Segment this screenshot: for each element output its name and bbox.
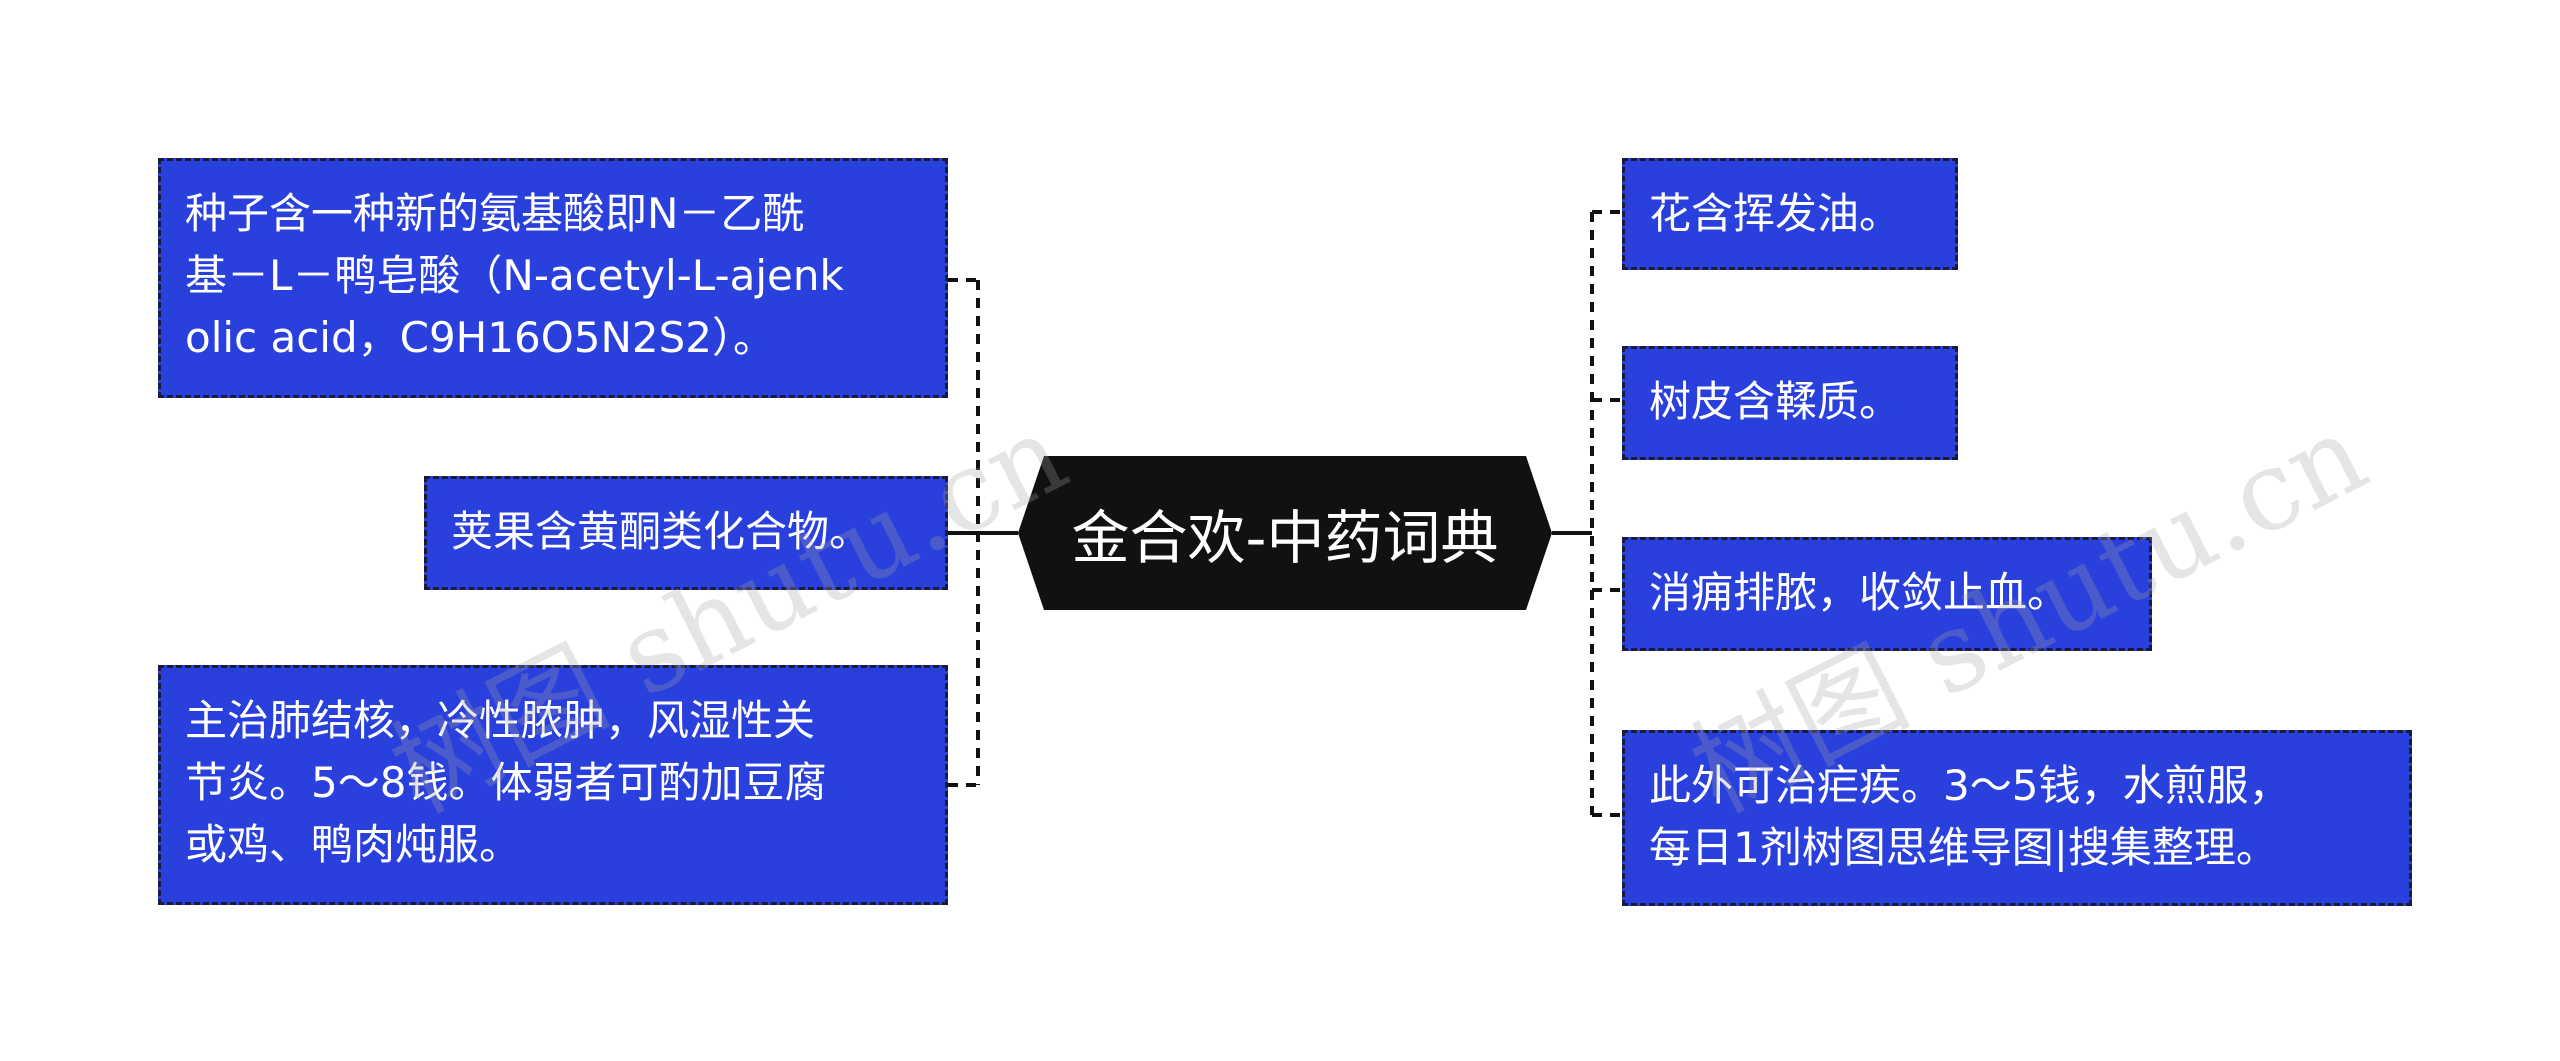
- center-topic-shape: [1018, 456, 1552, 610]
- node-pod[interactable]: 荚果含黄酮类化合物。: [424, 476, 948, 590]
- node-seed[interactable]: 种子含一种新的氨基酸即N－乙酰 基－L－鸭皂酸（N-acetyl-L-ajenk…: [158, 158, 948, 398]
- node-other[interactable]: 此外可治疟疾。3～5钱，水煎服， 每日1剂树图思维导图|搜集整理。: [1622, 730, 2412, 906]
- node-flower[interactable]: 花含挥发油。: [1622, 158, 1958, 270]
- center-topic[interactable]: 金合欢-中药词典: [1018, 456, 1552, 610]
- node-effect[interactable]: 消痈排脓，收敛止血。: [1622, 537, 2152, 651]
- node-bark[interactable]: 树皮含鞣质。: [1622, 346, 1958, 460]
- center-topic-label: 金合欢-中药词典: [1071, 504, 1499, 572]
- node-indication[interactable]: 主治肺结核，冷性脓肿，风湿性关 节炎。5～8钱。体弱者可酌加豆腐 或鸡、鸭肉炖服…: [158, 665, 948, 905]
